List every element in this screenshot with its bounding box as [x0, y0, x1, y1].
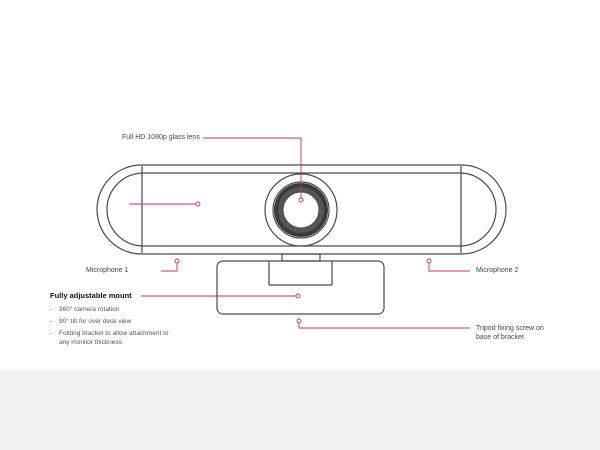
- mount-bracket: [216, 260, 385, 315]
- mount-feature-item: -360° camera rotation: [50, 306, 120, 313]
- mount-feature-text: 360° camera rotation: [59, 306, 120, 313]
- diagram-canvas: Full HD 1080p glass lens Microphone 1 Mi…: [50, 134, 544, 346]
- tripod-callout-dot: [296, 318, 302, 324]
- tripod-label: Tripod fixing screw on base of bracket: [476, 325, 544, 341]
- webcam-diagram: [96, 137, 507, 329]
- mic2-callout-dot: [426, 258, 432, 264]
- lens-callout-line: [203, 137, 302, 200]
- mount-feature-text: Folding bracket to allow attachment to a…: [59, 330, 169, 346]
- mount-callout-dot: [295, 293, 301, 299]
- lens-callout-dot: [298, 197, 304, 203]
- mount-feature-item: -90° tilt for over desk view: [50, 318, 132, 325]
- mic2-label: Microphone 2: [476, 267, 519, 274]
- mount-hinge: [281, 253, 321, 262]
- bottom-band: [0, 370, 600, 450]
- mount-feature-text: 90° tilt for over desk view: [59, 318, 132, 325]
- mount-feature-item: -Folding bracket to allow attachment to …: [50, 330, 169, 346]
- mic1-callout-dot: [174, 258, 180, 264]
- mic2-callout-line: [428, 262, 470, 272]
- mic1-label: Microphone 1: [86, 267, 129, 274]
- mount-title: Fully adjustable mount: [50, 291, 132, 300]
- body-callout-dot: [195, 201, 201, 207]
- tripod-callout-line: [298, 322, 470, 329]
- lens-label: Full HD 1080p glass lens: [122, 134, 200, 141]
- mic1-callout-line: [161, 262, 178, 272]
